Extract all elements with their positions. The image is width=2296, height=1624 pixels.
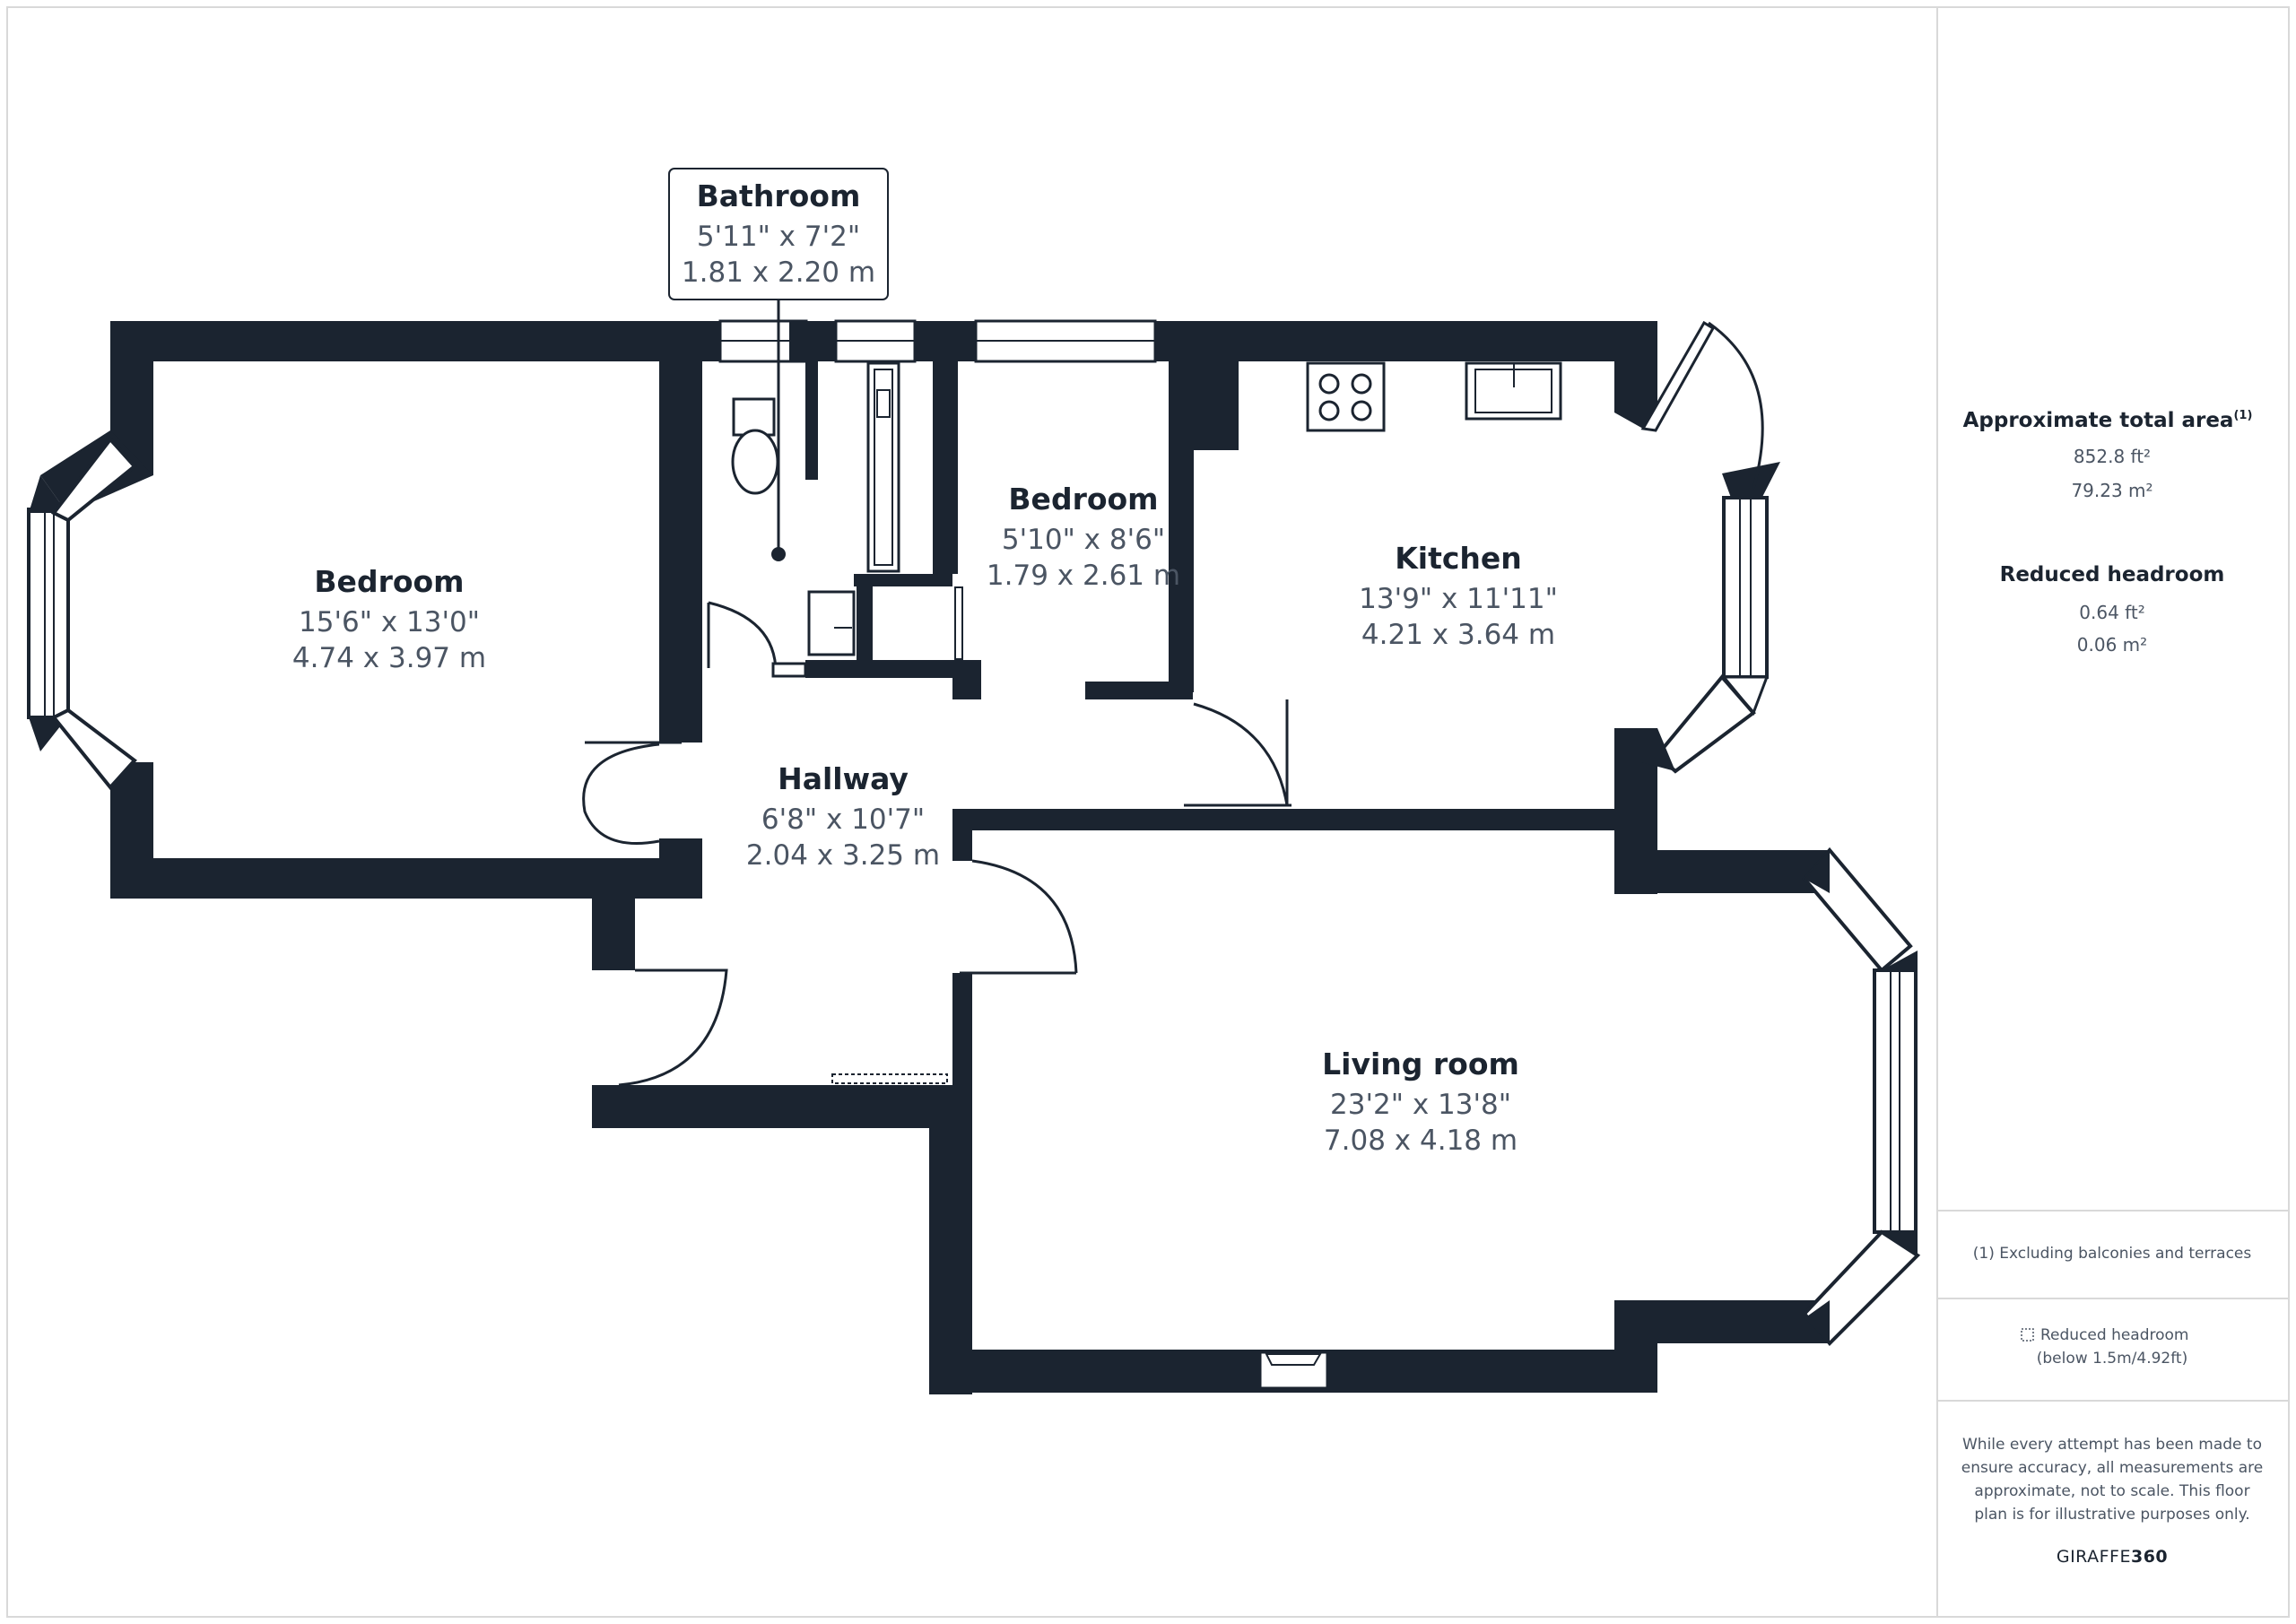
bedroom-small-dim-metric: 1.79 x 2.61 m bbox=[987, 560, 1180, 592]
fireplace bbox=[1258, 1350, 1329, 1390]
living-room-dim-imperial: 23'2" x 13'8" bbox=[1330, 1089, 1511, 1121]
sheet-border bbox=[6, 6, 2290, 1618]
bedroom-small-name: Bedroom bbox=[1008, 482, 1158, 517]
door bbox=[971, 859, 1078, 974]
bathroom-dim-imperial: 5'11" x 7'2" bbox=[697, 221, 860, 253]
wall bbox=[659, 838, 702, 899]
reduced-headroom-legend-icon bbox=[2021, 1328, 2034, 1342]
disclaimer-line: ensure accuracy, all measurements are bbox=[1961, 1459, 2263, 1477]
wall bbox=[110, 321, 720, 361]
bedroom-small-dim-imperial: 5'10" x 8'6" bbox=[1002, 524, 1165, 556]
reduced-headroom-ft: 0.64 ft² bbox=[2079, 602, 2144, 623]
bathtub bbox=[866, 361, 900, 573]
door bbox=[618, 968, 728, 1087]
footnote: (1) Excluding balconies and terraces bbox=[1973, 1245, 2252, 1263]
disclaimer-line: approximate, not to scale. This floor bbox=[1974, 1482, 2249, 1500]
bay-window bbox=[50, 436, 137, 523]
bathroom-label-box bbox=[668, 168, 889, 300]
sink bbox=[807, 590, 856, 656]
kitchen-name: Kitchen bbox=[1395, 541, 1522, 576]
reduced-headroom-m: 0.06 m² bbox=[2077, 634, 2147, 656]
legend-line1: Reduced headroom bbox=[2040, 1326, 2189, 1344]
reduced-headroom-area bbox=[831, 1073, 948, 1084]
hallway-dim-metric: 2.04 x 3.25 m bbox=[746, 839, 940, 872]
hallway-name: Hallway bbox=[778, 761, 909, 796]
bay-window bbox=[27, 508, 70, 719]
floor-plan bbox=[27, 296, 1921, 1394]
bedroom-dim-metric: 4.74 x 3.97 m bbox=[292, 642, 486, 674]
bedroom-dim-imperial: 15'6" x 13'0" bbox=[299, 606, 480, 638]
kitchen-dim-metric: 4.21 x 3.64 m bbox=[1361, 619, 1555, 651]
bathroom-name: Bathroom bbox=[697, 178, 861, 213]
door bbox=[1193, 702, 1289, 806]
total-area-m: 79.23 m² bbox=[2071, 480, 2152, 501]
bedroom-name: Bedroom bbox=[314, 564, 464, 599]
legend-line2: (below 1.5m/4.92ft) bbox=[2037, 1350, 2187, 1368]
living-room-name: Living room bbox=[1322, 1046, 1519, 1081]
hob bbox=[1306, 361, 1386, 432]
door bbox=[582, 743, 660, 845]
bay-window bbox=[50, 708, 137, 791]
bay-window bbox=[1873, 968, 1918, 1234]
living-room-dim-metric: 7.08 x 4.18 m bbox=[1324, 1125, 1518, 1157]
wall bbox=[1614, 321, 1657, 429]
kitchen-dim-imperial: 13'9" x 11'11" bbox=[1359, 583, 1558, 615]
brand-logo: GIRAFFE360 bbox=[2057, 1547, 2168, 1567]
total-area-title: Approximate total area(1) bbox=[1963, 409, 2253, 432]
total-area-ft: 852.8 ft² bbox=[2074, 446, 2151, 467]
disclaimer-line: plan is for illustrative purposes only. bbox=[1974, 1506, 2249, 1524]
hallway-dim-imperial: 6'8" x 10'7" bbox=[761, 803, 925, 836]
bay-window bbox=[1722, 496, 1769, 679]
bathroom-dim-metric: 1.81 x 2.20 m bbox=[682, 256, 875, 289]
reduced-headroom-title: Reduced headroom bbox=[2000, 563, 2225, 586]
disclaimer-line: While every attempt has been made to bbox=[1962, 1436, 2262, 1454]
wall bbox=[659, 321, 702, 743]
door bbox=[1640, 320, 1716, 432]
door bbox=[708, 601, 778, 673]
